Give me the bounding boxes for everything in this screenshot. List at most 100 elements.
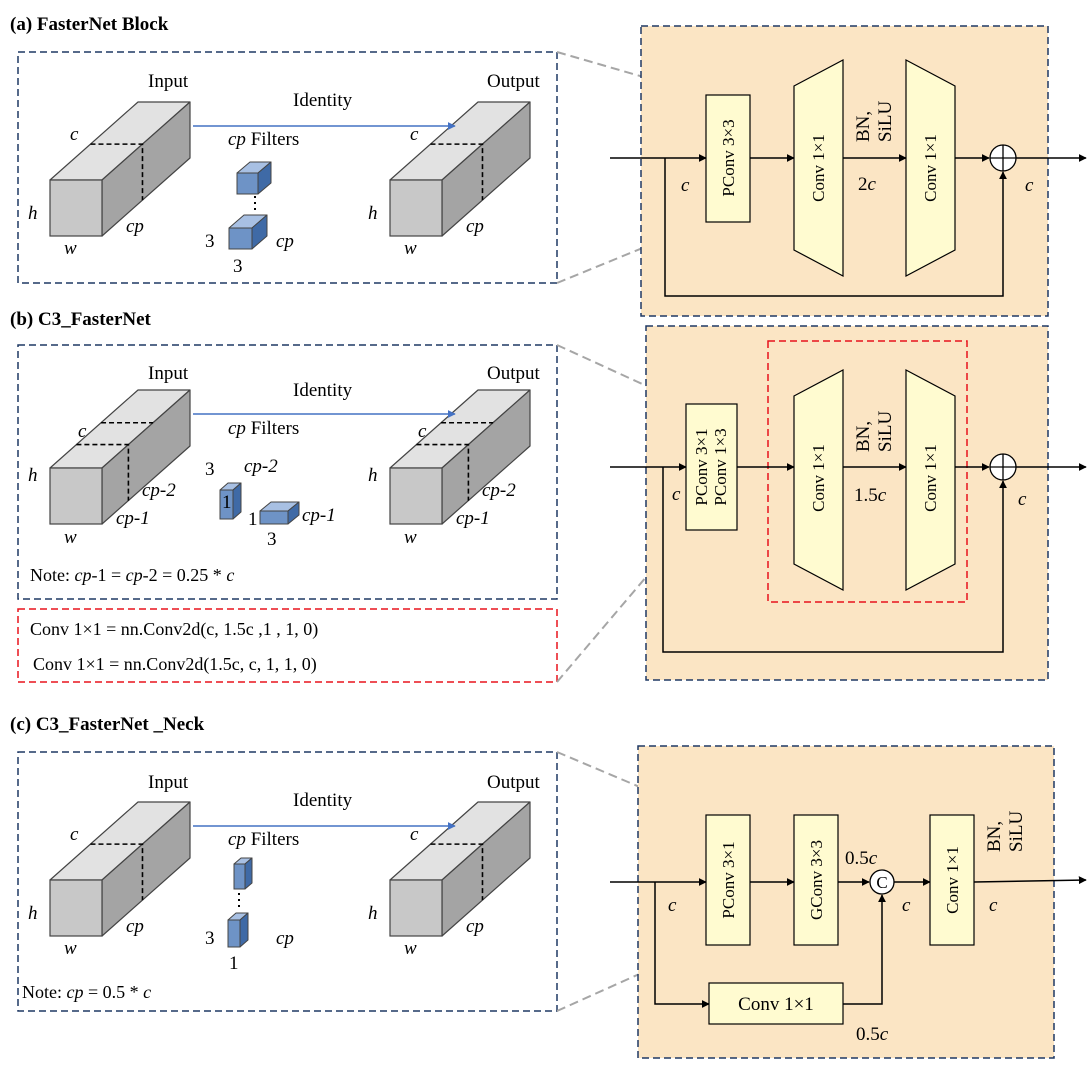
output-label: Output: [487, 363, 541, 384]
kernel-width-label: 1: [229, 953, 239, 974]
filter-cp-label: cp: [276, 928, 294, 949]
silu-label: SiLU: [875, 411, 896, 452]
output-height-label: h: [368, 903, 378, 924]
output-label: Output: [487, 772, 541, 793]
output-height-label: h: [368, 465, 378, 486]
residual-path: [662, 467, 1007, 653]
output-cp2-label: cp-2: [482, 480, 516, 501]
filters-label: cp Filters: [228, 129, 299, 150]
output-height-label: h: [368, 203, 378, 224]
conv1x1-output-block: [929, 814, 975, 946]
input-label: Input: [148, 71, 189, 92]
pconv-block: [705, 814, 751, 946]
conv1x1-reduce-block: [905, 369, 956, 591]
pconv-label: PConv 3×3: [719, 119, 738, 196]
output-channel-label: c: [418, 421, 427, 442]
conv-highlight-box: [767, 340, 968, 603]
output-feature-cube: [389, 801, 531, 937]
input-channel-label: c: [672, 484, 681, 505]
conv1x1-expand-label: Conv 1×1: [809, 444, 828, 512]
input-channel-label: c: [681, 175, 690, 196]
branch-path: [654, 882, 710, 1008]
add-icon: [989, 144, 1017, 172]
filter-cube-top: [236, 161, 272, 195]
gconv-block: [793, 814, 839, 946]
height-label: h: [28, 903, 38, 924]
cp1-label: cp-1: [116, 508, 150, 529]
output-cp-label: cp: [466, 216, 484, 237]
output-channel-label: c: [410, 124, 419, 145]
identity-label: Identity: [293, 90, 353, 111]
bn-label: BN,: [853, 111, 874, 142]
channel-label: c: [70, 124, 79, 145]
gconv-label: GConv 3×3: [807, 840, 826, 920]
bn-label: BN,: [853, 421, 874, 452]
output-width-label: w: [404, 527, 417, 548]
filter-cp1-label: cp-1: [302, 505, 336, 526]
svg-text:C: C: [876, 873, 887, 892]
conv-definition-2: Conv 1×1 = nn.Conv2d(1.5c, c, 1, 1, 0): [33, 654, 317, 675]
kernel-height-label-2: 1: [248, 509, 258, 530]
concat-channel-label: c: [902, 895, 911, 916]
output-feature-cube: [389, 389, 531, 525]
filter-cp-label: cp: [276, 231, 294, 252]
pconv-block: [685, 403, 738, 531]
width-label: w: [64, 527, 77, 548]
block-a-module-panel: [640, 25, 1049, 317]
kernel-height-label: 3: [205, 231, 215, 252]
filters-label: cp Filters: [228, 829, 299, 850]
kernel-height-label: 3: [205, 459, 215, 480]
output-width-label: w: [404, 938, 417, 959]
kernel-width-label: 1: [222, 492, 232, 513]
half-channel-label-bottom: 0.5c: [856, 1024, 889, 1045]
kernel-height-label: 3: [205, 928, 215, 949]
input-feature-cube: [49, 801, 191, 937]
cp-label: cp: [126, 916, 144, 937]
output-cp-label: cp: [466, 916, 484, 937]
block-c-illustration-box: [17, 751, 558, 1012]
output-arrow: [973, 876, 1087, 885]
mid-channel-label: 1.5c: [854, 485, 887, 506]
section-b-title: (b) C3_FasterNet: [10, 309, 152, 330]
filters-label: cp Filters: [228, 418, 299, 439]
conv1x1-reduce-label: Conv 1×1: [921, 134, 940, 202]
filter-cp2-label: cp-2: [244, 456, 278, 477]
silu-label: SiLU: [1006, 811, 1027, 852]
silu-label: SiLU: [875, 101, 896, 142]
mid-channel-label: 2c: [858, 174, 877, 195]
output-channel-label: c: [989, 895, 998, 916]
output-feature-cube: [389, 101, 531, 237]
channel-label: c: [70, 824, 79, 845]
input-label: Input: [148, 772, 189, 793]
identity-label: Identity: [293, 790, 353, 811]
output-channel-label: c: [410, 824, 419, 845]
conv1x1-reduce-label: Conv 1×1: [921, 444, 940, 512]
block-b-illustration-box: [17, 344, 558, 600]
width-label: w: [64, 238, 77, 259]
zoom-connector-bottom: [556, 529, 687, 683]
output-label: Output: [487, 71, 541, 92]
conv1x1-expand-block: [793, 59, 844, 277]
kernel-width-label: 3: [233, 256, 243, 277]
width-label: w: [64, 938, 77, 959]
cp-label: cp: [126, 216, 144, 237]
output-channel-label: c: [1025, 175, 1034, 196]
block-a-illustration-box: [17, 51, 558, 284]
input-feature-cube: [49, 101, 191, 237]
output-channel-label: c: [1018, 489, 1027, 510]
filter-cube-horizontal: [259, 501, 300, 525]
note-c: Note: cp = 0.5 * c: [22, 982, 151, 1002]
section-c-title: (c) C3_FasterNet _Neck: [10, 714, 205, 735]
branch-to-concat-path: [843, 894, 886, 1005]
pconv-block: [705, 94, 751, 223]
conv1x1-reduce-block: [905, 59, 956, 277]
pconv-label: PConv 3×1: [719, 841, 738, 918]
half-channel-label-top: 0.5c: [845, 848, 878, 869]
cp2-label: cp-2: [142, 480, 176, 501]
bn-label: BN,: [984, 821, 1005, 852]
filter-cube-vertical: [219, 482, 242, 520]
filter-cube-top: [233, 857, 253, 890]
residual-path: [664, 158, 1007, 297]
input-channel-label: c: [668, 895, 677, 916]
